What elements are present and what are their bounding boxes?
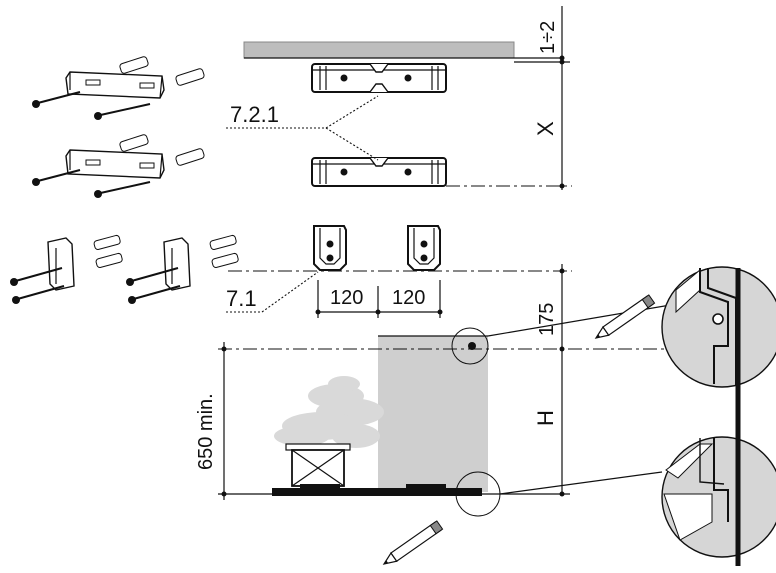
hanging-bracket-upper [311, 63, 447, 93]
pencil-icon-lower [382, 520, 444, 565]
spacing-right-label: 120 [392, 287, 425, 309]
steam-cloud [274, 376, 384, 448]
pencil-icon-upper [594, 294, 656, 339]
gap-dimension: 1÷2 [537, 6, 565, 190]
bracket-hardware-lower [32, 134, 205, 198]
small-bracket-right [126, 234, 239, 304]
detail-circle-lower [661, 436, 776, 558]
height-175-label: 175 [536, 303, 558, 336]
dim-h-label: H [533, 410, 558, 426]
spacing-dimension: 120 120 [315, 280, 443, 318]
bracket-hardware-upper [32, 56, 205, 120]
small-bracket-left [10, 234, 123, 304]
cooking-pot [285, 443, 351, 487]
ref-label-upper: 7.2.1 [230, 102, 279, 127]
gap-label: 1÷2 [537, 21, 559, 54]
hanging-bracket-lower [311, 157, 447, 187]
wall-bracket-left [313, 225, 347, 271]
cooktop [272, 484, 482, 496]
ceiling-bar [243, 41, 515, 59]
dim-x-label: X [533, 121, 558, 136]
hood-panel [378, 336, 488, 492]
ref-label-lower: 7.1 [226, 286, 257, 311]
detail-circle-upper [661, 266, 776, 388]
wall-bracket-right [407, 225, 441, 271]
min-height-label: 650 min. [195, 393, 217, 470]
spacing-left-label: 120 [330, 287, 363, 309]
